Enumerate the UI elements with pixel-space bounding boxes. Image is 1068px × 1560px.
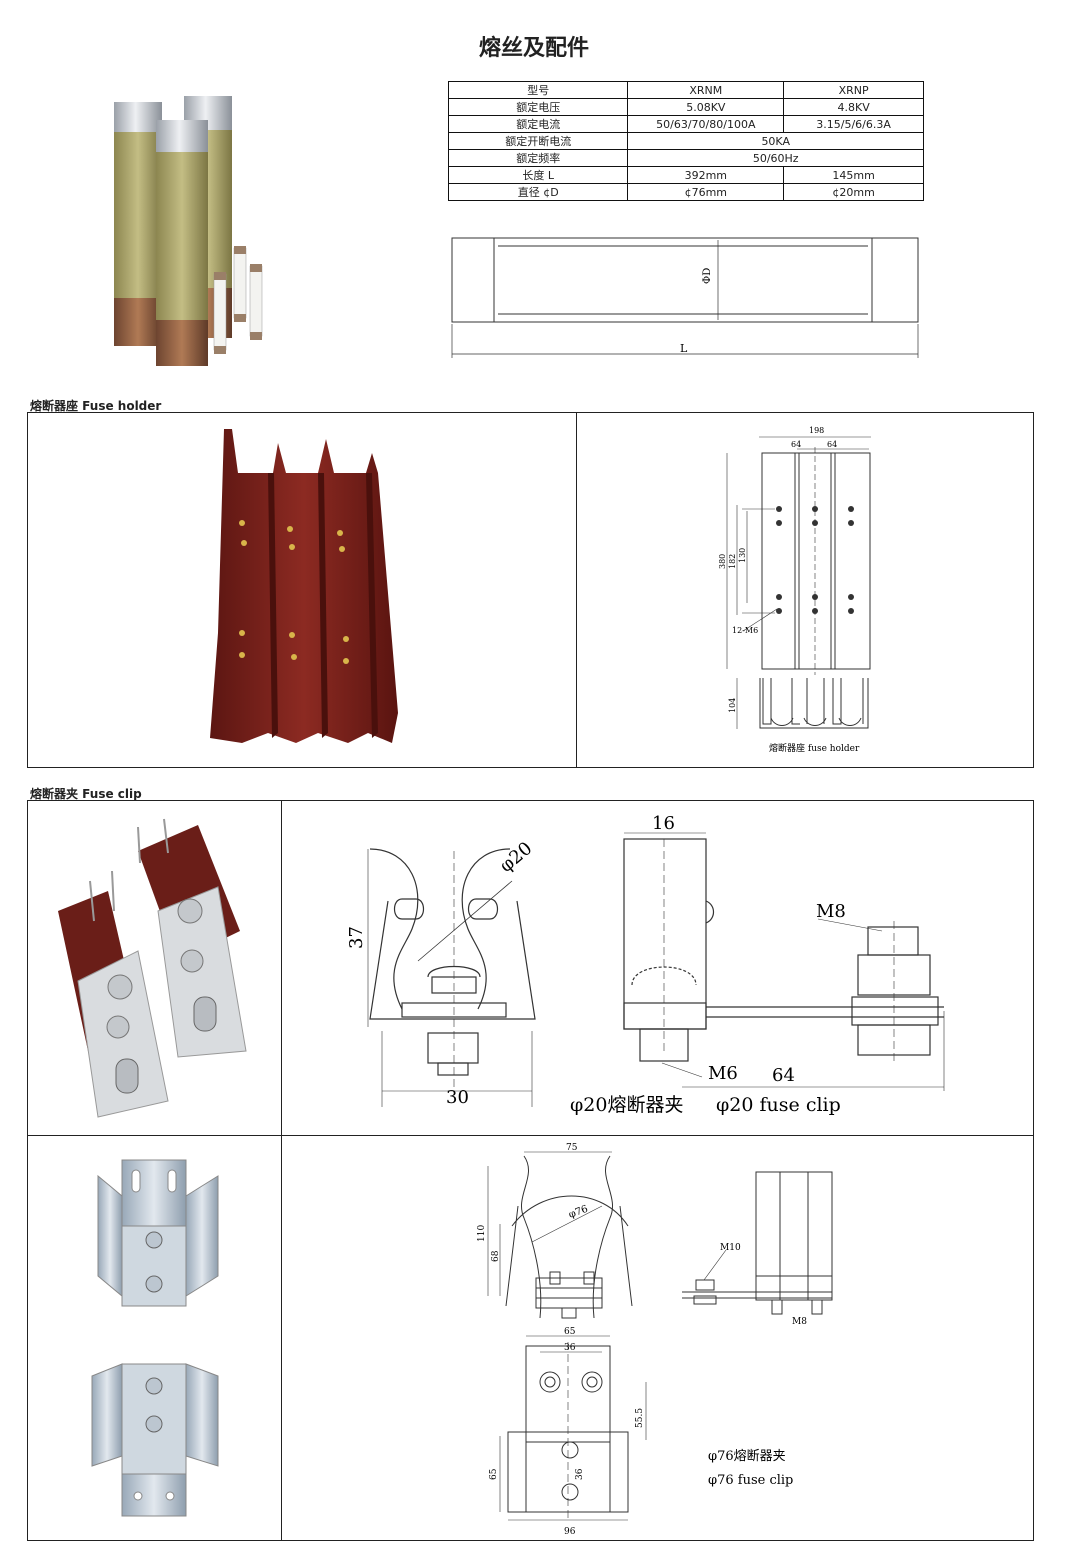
dim-d-label: ΦD [702, 268, 713, 284]
table-row: 直径 ¢D ¢76mm ¢20mm [447, 183, 924, 201]
dim-16: 16 [652, 813, 675, 834]
clip76-drawing-panel: 75 φ76 110 68 M10 M8 65 36 55.5 65 36 96… [281, 1135, 1034, 1541]
table-row: 型号 XRNM XRNP [447, 81, 924, 99]
fuse-holder-photo [210, 429, 398, 743]
clip20-photo-panel [27, 800, 282, 1136]
dim-68: 68 [491, 1250, 501, 1262]
m8-label-76: M8 [792, 1317, 807, 1327]
table-cell: 50KA [627, 132, 924, 150]
section-label-fuse-holder: 熔断器座 Fuse holder [30, 399, 162, 413]
dim-110: 110 [477, 1225, 487, 1242]
dim-104: 104 [728, 698, 737, 713]
table-cell: 50/60Hz [627, 149, 924, 167]
table-cell: 型号 [447, 81, 629, 99]
table-row: 额定频率 50/60Hz [447, 149, 924, 167]
table-cell: XRNM [627, 81, 785, 99]
clip20-drawing-panel: φ20 37 30 16 M8 M6 64 φ20熔断器夹 φ20 fuse c… [281, 800, 1034, 1136]
table-cell: 额定频率 [447, 149, 629, 167]
dim-130: 130 [738, 548, 747, 563]
table-cell: 145mm [783, 166, 924, 184]
table-cell: 长度 L [447, 166, 629, 184]
holder-caption: 熔断器座 fuse holder [769, 742, 860, 754]
clip76-photo-panel [27, 1135, 282, 1541]
spec-table: 型号 XRNM XRNP 额定电压 5.08KV 4.8KV 额定电流 50/6… [447, 81, 924, 201]
table-cell: ¢76mm [627, 183, 785, 201]
table-row: 额定电流 50/63/70/80/100A 3.15/5/6/6.3A [447, 115, 924, 133]
page-title: 熔丝及配件 [478, 36, 589, 61]
clip76-drawing: 75 φ76 110 68 M10 M8 65 36 55.5 65 36 96… [477, 1143, 833, 1537]
dim-64-right: 64 [827, 440, 837, 449]
clip76-photo [91, 1159, 219, 1517]
table-row: 额定电压 5.08KV 4.8KV [447, 98, 924, 116]
fuse-holder-drawing-panel: 198 64 64 380 182 130 12-M6 104 熔断器座 fus… [576, 412, 1034, 768]
dim-l-label: L [680, 342, 688, 355]
table-cell: XRNP [783, 81, 924, 99]
dim-198: 198 [809, 426, 824, 435]
table-cell: 额定开断电流 [447, 132, 629, 150]
dim-36-side: 36 [575, 1468, 585, 1480]
m10-label: M10 [720, 1243, 741, 1253]
table-cell: 3.15/5/6/6.3A [783, 115, 924, 133]
dim-380: 380 [718, 554, 727, 569]
dim-55-5: 55.5 [635, 1408, 645, 1428]
clip20-caption-en: φ20 fuse clip [716, 1094, 841, 1116]
table-cell: 直径 ¢D [447, 183, 629, 201]
m6-label: M6 [708, 1063, 738, 1084]
fuse-photo [114, 96, 263, 366]
clip20-caption-cn: φ20熔断器夹 [570, 1094, 683, 1116]
dim-12-m6: 12-M6 [732, 626, 758, 635]
fuse-holder-drawing: 198 64 64 380 182 130 12-M6 104 熔断器座 fus… [718, 426, 871, 754]
phi20-label: φ20 [496, 838, 537, 877]
table-cell: 5.08KV [627, 98, 785, 116]
table-row: 额定开断电流 50KA [447, 132, 924, 150]
dim-65-side: 65 [489, 1468, 499, 1480]
dim-30: 30 [446, 1087, 469, 1108]
dim-96: 96 [564, 1527, 576, 1537]
table-cell: 额定电流 [447, 115, 629, 133]
table-cell: 额定电压 [447, 98, 629, 116]
clip20-drawing: φ20 37 30 16 M8 M6 64 φ20熔断器夹 φ20 fuse c… [346, 813, 945, 1116]
fuse-dimension-drawing: ΦD L [451, 237, 919, 358]
table-row: 长度 L 392mm 145mm [447, 166, 924, 184]
m8-label: M8 [816, 901, 846, 922]
dim-75: 75 [566, 1143, 578, 1153]
clip76-caption-cn: φ76熔断器夹 [708, 1449, 786, 1464]
dim-64-left: 64 [791, 440, 801, 449]
dim-37: 37 [346, 926, 367, 949]
dim-64: 64 [772, 1065, 795, 1086]
table-cell: 392mm [627, 166, 785, 184]
table-cell: 4.8KV [783, 98, 924, 116]
dim-65-top: 65 [564, 1327, 576, 1337]
fuse-holder-photo-panel [27, 412, 577, 768]
clip76-caption-en: φ76 fuse clip [708, 1473, 793, 1488]
dim-182: 182 [728, 554, 737, 569]
section-label-fuse-clip: 熔断器夹 Fuse clip [30, 787, 142, 801]
table-cell: 50/63/70/80/100A [627, 115, 785, 133]
dim-36-top: 36 [564, 1343, 576, 1353]
clip20-photo [58, 818, 247, 1118]
table-cell: ¢20mm [783, 183, 924, 201]
